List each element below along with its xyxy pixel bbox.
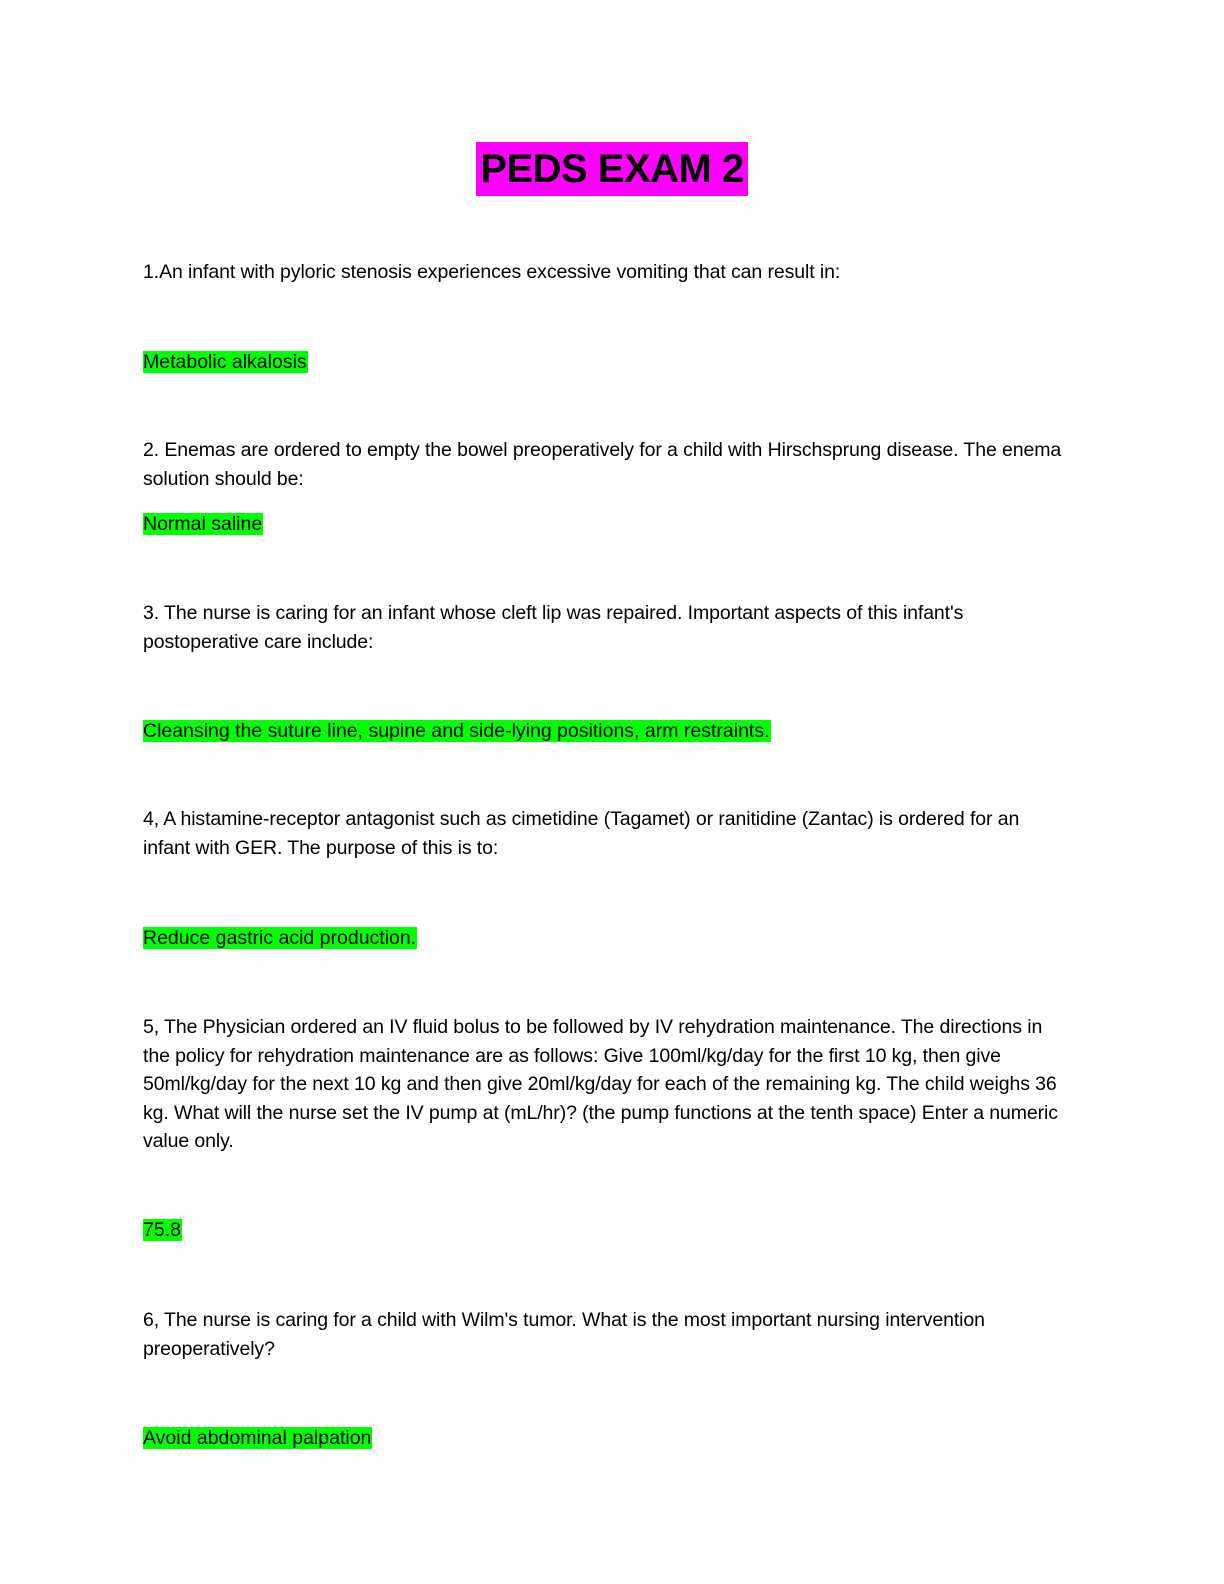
answer-1-highlight: Metabolic alkalosis: [143, 351, 308, 373]
question-6: 6, The nurse is caring for a child with …: [143, 1309, 985, 1360]
answer-5: 75.8: [143, 1217, 182, 1243]
answer-1: Metabolic alkalosis: [143, 349, 308, 375]
title-container: PEDS EXAM 2: [0, 142, 1224, 196]
answer-6: Avoid abdominal palpation: [143, 1425, 373, 1451]
answer-5-highlight: 75.8: [143, 1219, 182, 1241]
question-4: 4, A histamine-receptor antagonist such …: [143, 808, 1020, 859]
question-1: 1.An infant with pyloric stenosis experi…: [143, 261, 841, 283]
answer-6-highlight: Avoid abdominal palpation: [143, 1427, 373, 1449]
answer-2-highlight: Normal saline: [143, 513, 264, 535]
question-3: 3. The nurse is caring for an infant who…: [143, 602, 964, 653]
answer-3: Cleansing the suture line, supine and si…: [143, 718, 771, 744]
question-2: 2. Enemas are ordered to empty the bowel…: [143, 439, 1062, 490]
page-title: PEDS EXAM 2: [476, 142, 748, 196]
answer-4-highlight: Reduce gastric acid production.: [143, 927, 418, 949]
answer-3-highlight: Cleansing the suture line, supine and si…: [143, 720, 771, 742]
question-5: 5, The Physician ordered an IV fluid bol…: [143, 1016, 1058, 1152]
answer-4: Reduce gastric acid production.: [143, 925, 418, 951]
answer-2: Normal saline: [143, 511, 264, 537]
